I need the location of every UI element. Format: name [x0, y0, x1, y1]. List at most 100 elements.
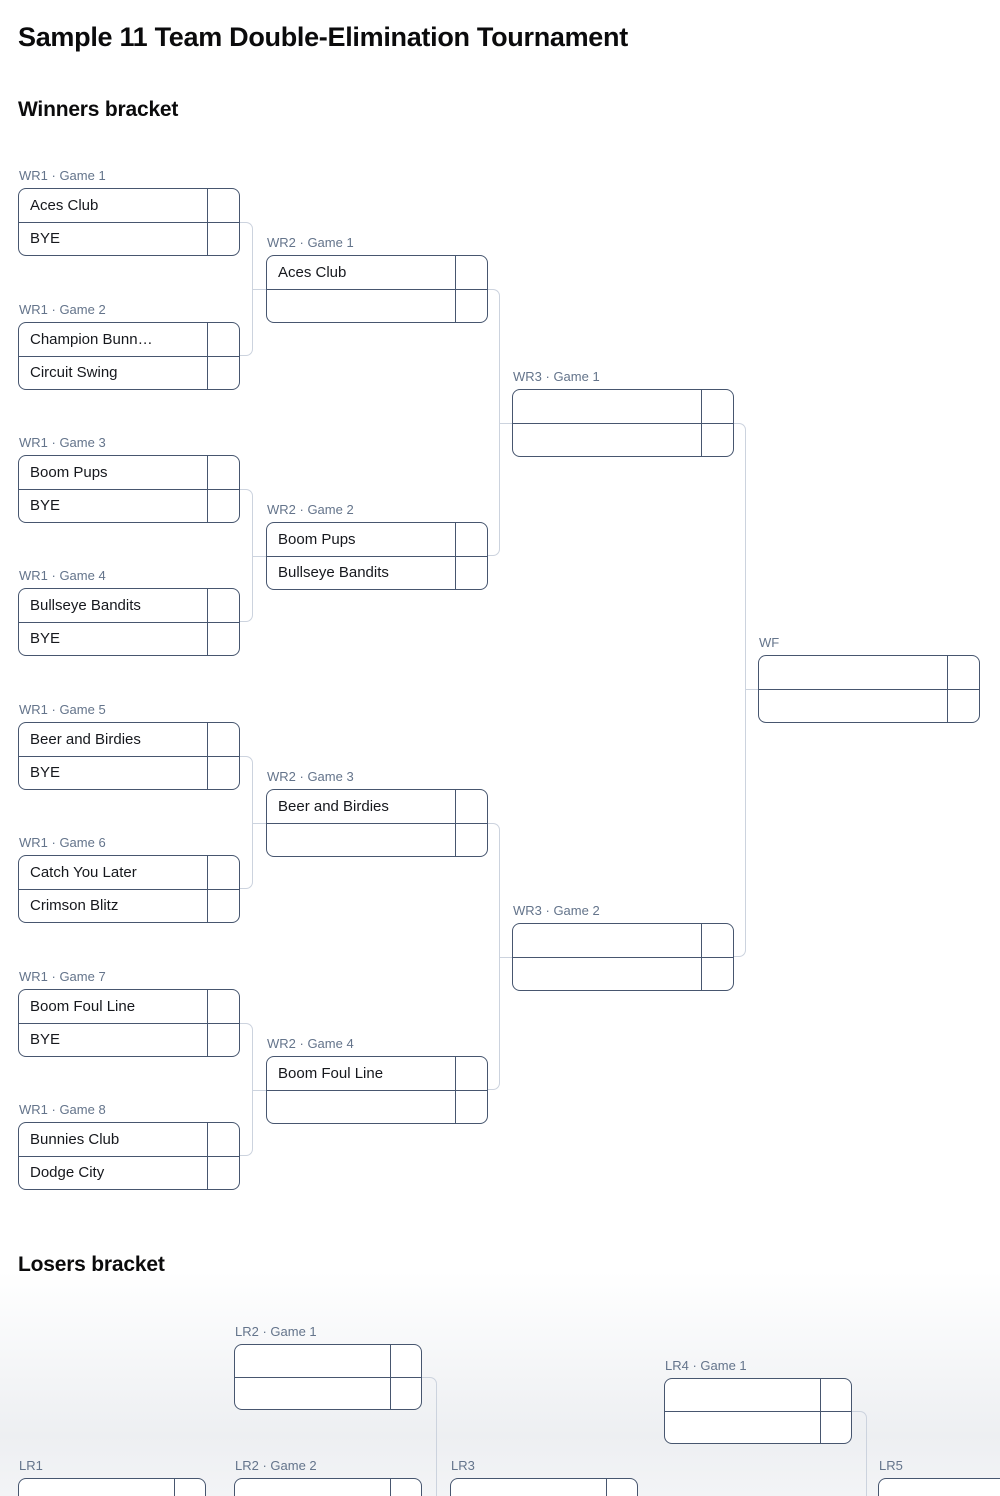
score-cell[interactable] [207, 356, 239, 389]
team-slot[interactable] [267, 823, 487, 856]
team-slot[interactable]: Aces Club [19, 189, 239, 223]
team-slot[interactable]: Beer and Birdies [19, 723, 239, 757]
losers-bracket-heading: Losers bracket [18, 1253, 165, 1276]
team-slot[interactable] [665, 1379, 851, 1412]
team-slot[interactable]: Champion Bunn… [19, 323, 239, 357]
match-box: Bunnies Club Dodge City [18, 1122, 240, 1190]
team-slot[interactable]: Catch You Later [19, 856, 239, 890]
score-cell[interactable] [390, 1377, 421, 1409]
match-box: Boom Foul Line BYE [18, 989, 240, 1057]
match-label: WR1 · Game 5 [19, 702, 106, 717]
match-wr3-game1: WR3 · Game 1 [512, 369, 734, 457]
team-slot[interactable] [513, 924, 733, 958]
team-slot[interactable]: Dodge City [19, 1156, 239, 1189]
match-wr2-game1: WR2 · Game 1 Aces Club [266, 235, 488, 323]
connector [252, 1090, 266, 1091]
match-lr4-game1: LR4 · Game 1 [664, 1358, 852, 1444]
score-cell[interactable] [207, 189, 239, 222]
team-slot[interactable]: Bullseye Bandits [19, 589, 239, 623]
team-slot[interactable]: BYE [19, 756, 239, 789]
team-slot[interactable] [19, 1479, 205, 1496]
team-slot[interactable] [451, 1479, 637, 1496]
score-cell[interactable] [207, 222, 239, 255]
team-slot[interactable]: Boom Pups [267, 523, 487, 557]
score-cell[interactable] [820, 1411, 851, 1443]
team-slot[interactable] [235, 1345, 421, 1378]
score-cell[interactable] [455, 1090, 487, 1123]
team-slot[interactable]: Circuit Swing [19, 356, 239, 389]
match-box: Beer and Birdies BYE [18, 722, 240, 790]
team-slot[interactable] [879, 1479, 1000, 1496]
team-slot[interactable] [513, 390, 733, 424]
team-slot[interactable] [235, 1479, 421, 1496]
score-cell[interactable] [947, 689, 979, 722]
match-label: WR1 · Game 4 [19, 568, 106, 583]
team-slot[interactable] [235, 1377, 421, 1409]
match-wr1-game6: WR1 · Game 6 Catch You Later Crimson Bli… [18, 835, 240, 923]
score-cell[interactable] [390, 1479, 421, 1496]
team-slot[interactable] [759, 656, 979, 690]
team-slot[interactable]: Boom Foul Line [19, 990, 239, 1024]
connector [240, 556, 253, 622]
score-cell[interactable] [207, 589, 239, 622]
team-slot[interactable]: BYE [19, 489, 239, 522]
team-name: Bullseye Bandits [278, 564, 389, 582]
team-slot[interactable] [513, 957, 733, 990]
team-slot[interactable]: Boom Pups [19, 456, 239, 490]
score-cell[interactable] [455, 1057, 487, 1090]
score-cell[interactable] [455, 556, 487, 589]
match-wr1-game7: WR1 · Game 7 Boom Foul Line BYE [18, 969, 240, 1057]
score-cell[interactable] [207, 856, 239, 889]
score-cell[interactable] [174, 1479, 205, 1496]
team-slot[interactable]: Bunnies Club [19, 1123, 239, 1157]
score-cell[interactable] [207, 622, 239, 655]
match-wr1-game2: WR1 · Game 2 Champion Bunn… Circuit Swin… [18, 302, 240, 390]
score-cell[interactable] [606, 1479, 637, 1496]
connector [240, 489, 253, 556]
score-cell[interactable] [701, 957, 733, 990]
score-cell[interactable] [455, 790, 487, 823]
score-cell[interactable] [207, 1023, 239, 1056]
team-slot[interactable]: BYE [19, 622, 239, 655]
score-cell[interactable] [207, 723, 239, 756]
score-cell[interactable] [207, 990, 239, 1023]
match-label: LR4 · Game 1 [665, 1358, 747, 1373]
score-cell[interactable] [207, 323, 239, 356]
team-slot[interactable]: BYE [19, 1023, 239, 1056]
match-box: Beer and Birdies [266, 789, 488, 857]
score-cell[interactable] [207, 489, 239, 522]
team-slot[interactable]: Bullseye Bandits [267, 556, 487, 589]
team-slot[interactable]: Crimson Blitz [19, 889, 239, 922]
score-cell[interactable] [947, 656, 979, 689]
score-cell[interactable] [390, 1345, 421, 1377]
team-slot[interactable] [759, 689, 979, 722]
match-wr2-game3: WR2 · Game 3 Beer and Birdies [266, 769, 488, 857]
team-slot[interactable]: Boom Foul Line [267, 1057, 487, 1091]
match-label: WR3 · Game 2 [513, 903, 600, 918]
score-cell[interactable] [820, 1379, 851, 1411]
score-cell[interactable] [207, 756, 239, 789]
score-cell[interactable] [207, 889, 239, 922]
team-slot[interactable] [267, 1090, 487, 1123]
match-label: WR1 · Game 8 [19, 1102, 106, 1117]
score-cell[interactable] [701, 390, 733, 423]
score-cell[interactable] [207, 1156, 239, 1189]
score-cell[interactable] [455, 289, 487, 322]
team-slot[interactable] [665, 1411, 851, 1443]
score-cell[interactable] [207, 456, 239, 489]
score-cell[interactable] [455, 256, 487, 289]
team-slot[interactable] [267, 289, 487, 322]
score-cell[interactable] [455, 823, 487, 856]
team-slot[interactable]: Beer and Birdies [267, 790, 487, 824]
team-slot[interactable]: Aces Club [267, 256, 487, 290]
score-cell[interactable] [455, 523, 487, 556]
match-wr1-game3: WR1 · Game 3 Boom Pups BYE [18, 435, 240, 523]
team-name: Boom Pups [30, 463, 108, 481]
team-slot[interactable]: BYE [19, 222, 239, 255]
score-cell[interactable] [701, 423, 733, 456]
score-cell[interactable] [701, 924, 733, 957]
match-wr2-game2: WR2 · Game 2 Boom Pups Bullseye Bandits [266, 502, 488, 590]
team-slot[interactable] [513, 423, 733, 456]
score-cell[interactable] [207, 1123, 239, 1156]
connector [240, 289, 253, 356]
